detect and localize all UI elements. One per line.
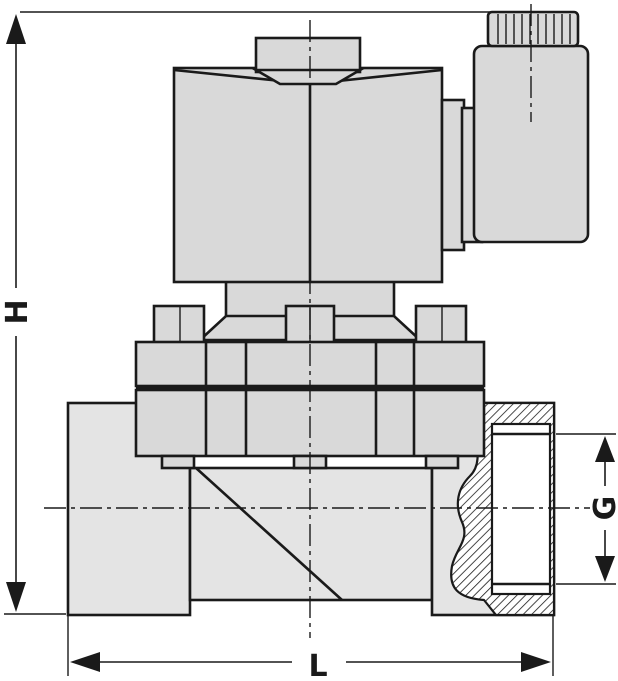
- height-arrow-bottom-icon: [6, 582, 26, 612]
- thread-dimension: G: [556, 433, 618, 585]
- body-partition-line: [195, 467, 343, 601]
- thread-arrow-bottom-icon: [595, 556, 615, 582]
- height-label: H: [0, 299, 35, 324]
- height-dimension: H: [0, 11, 540, 615]
- length-dimension: L: [67, 615, 554, 681]
- length-label: L: [308, 649, 327, 681]
- thread-label: G: [588, 496, 618, 521]
- thread-bore: [490, 422, 552, 596]
- connector-plug-body: [472, 44, 590, 244]
- cable-gland-icon: [486, 10, 580, 48]
- cable-gland-grip: [497, 14, 571, 44]
- coil-housing: [172, 66, 444, 284]
- body-center: [188, 466, 434, 602]
- centre-lines: [44, 4, 590, 638]
- length-arrow-left-icon: [70, 652, 100, 672]
- bolt-head-right: [414, 304, 468, 346]
- length-arrow-right-icon: [521, 652, 551, 672]
- coil-top-nut: [254, 36, 362, 74]
- height-arrow-top-icon: [6, 14, 26, 44]
- bolt-head-left: [152, 304, 206, 346]
- coil-top-nut-base: [251, 68, 365, 86]
- thread-arrow-top-icon: [595, 436, 615, 462]
- solenoid-coil: [172, 36, 444, 284]
- nut-right: [424, 454, 460, 470]
- nut-left: [160, 454, 196, 470]
- electrical-connector: [440, 10, 590, 252]
